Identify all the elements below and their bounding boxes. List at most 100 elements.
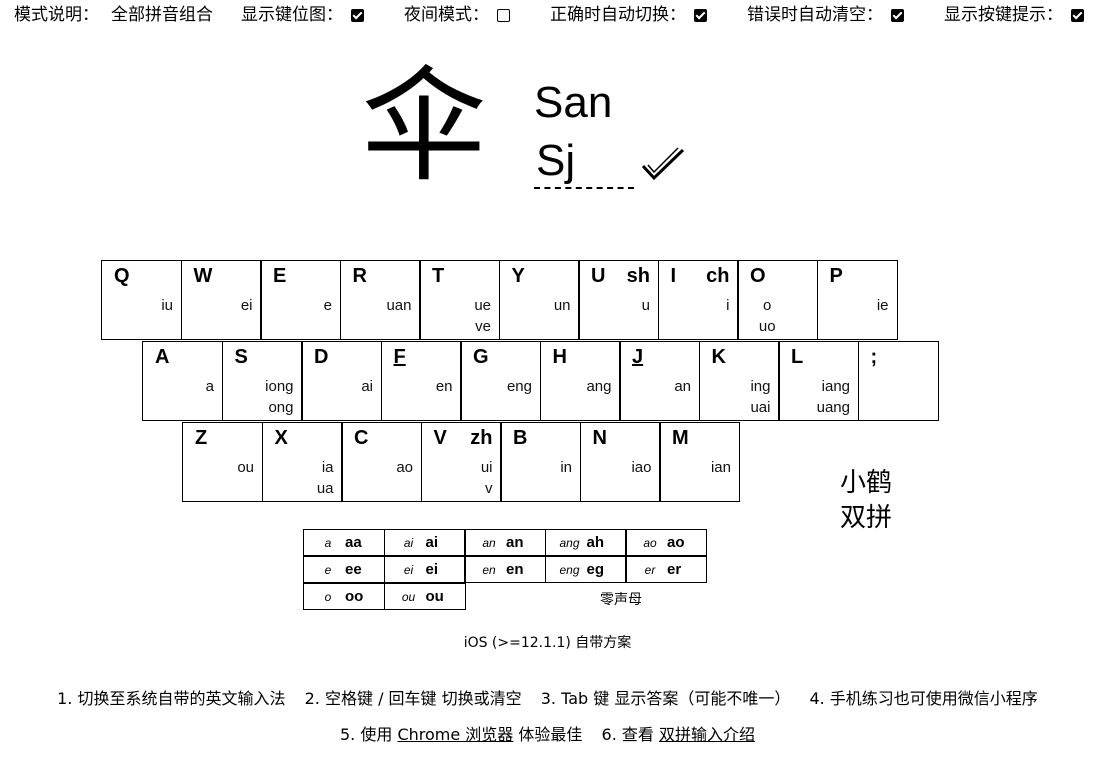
key-final: iao [631,459,652,476]
zero-initial-code: eg [586,561,605,578]
zero-initial-code: aa [345,534,362,551]
key-final: ue [474,297,491,314]
key-finals: iu [161,295,173,316]
key-final: e [323,297,332,314]
key-final: ia [321,459,334,476]
key-finals: ou [237,457,254,478]
key-final: in [560,459,572,476]
key-letter: H [552,346,567,368]
zero-initial-code: an [506,534,524,551]
key-final: o [763,297,772,314]
key-letter: K [711,346,726,368]
key-letter: D [314,346,329,368]
zero-initial-source: er [644,562,656,577]
key-letter: P [829,265,843,287]
tip-6-prefix: 6. 查看 [601,725,654,744]
key-final: a [205,378,214,395]
tip-5: 5. 使用 Chrome 浏览器 体验最佳 [340,725,588,744]
key-finals: o uo [738,295,796,337]
key-letter: F [393,346,406,368]
key-finals: u [642,295,650,316]
mode-value[interactable]: 全部拼音组合 [111,5,213,25]
key-semicolon[interactable]: ; [857,341,939,421]
key-finals: in [560,457,572,478]
auto-clear-setting[interactable]: 错误时自动清空： [747,2,904,28]
auto-next-setting[interactable]: 正确时自动切换： [550,2,707,28]
brand-line-1: 小鹤 [840,468,893,498]
auto-next-label: 正确时自动切换： [550,5,686,25]
answer-row: Sj [534,136,686,189]
tip-3: 3. Tab 键 显示答案（可能不唯一） [540,689,791,708]
key-letter: O [750,265,766,287]
auto-clear-checkbox[interactable] [891,8,904,22]
night-mode-label: 夜间模式： [404,5,489,25]
night-mode-setting[interactable]: 夜间模式： [404,2,510,28]
key-final: uo [758,318,776,335]
night-mode-checkbox[interactable] [497,8,510,22]
zero-initial-code: ei [425,561,439,578]
show-hint-checkbox[interactable] [1071,8,1084,22]
key-finals: iao [631,457,651,478]
show-keymap-setting[interactable]: 显示键位图： [241,2,364,28]
key-finals: en [436,376,453,397]
mode-setting: 模式说明： 全部拼音组合 [14,2,213,28]
shuangpin-intro-link[interactable]: 双拼输入介绍 [658,725,755,744]
show-hint-setting[interactable]: 显示按键提示： [944,2,1084,28]
chrome-browser-link[interactable]: Chrome 浏览器 [397,725,514,744]
tip-2: 2. 空格键 / 回车键 切换或清空 [304,689,522,708]
auto-next-checkbox[interactable] [694,8,707,22]
zero-initial-source: ao [643,535,657,550]
key-final: ian [710,459,731,476]
key-final: i [726,297,730,314]
zero-initial-source: a [324,535,332,550]
show-keymap-checkbox[interactable] [351,8,364,22]
zero-initial-source: ei [403,562,414,577]
zero-initial-source: o [324,589,332,604]
key-final: uang [816,399,850,416]
key-finals: ian [711,457,731,478]
tip-4: 4. 手机练习也可使用微信小程序 [809,689,1038,708]
key-letter: N [592,427,607,449]
key-initial: sh [626,265,650,287]
key-final: v [485,480,493,497]
key-final: un [553,297,571,314]
answer-input[interactable]: Sj [534,136,634,189]
key-final: ong [268,399,294,416]
key-initial: ch [706,265,730,287]
